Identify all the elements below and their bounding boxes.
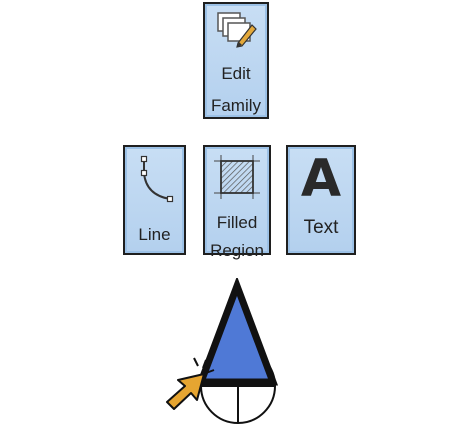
text-icon: A — [300, 149, 342, 209]
pointer-cursor-icon — [164, 356, 224, 414]
line-button[interactable]: Line — [123, 145, 186, 255]
filled-region-button[interactable]: Filled Region — [203, 145, 271, 260]
edit-family-label-line1: Edit — [221, 64, 251, 83]
filled-region-label-line1: Filled — [216, 213, 258, 232]
edit-family-button[interactable]: Edit Family — [203, 2, 269, 119]
line-label: Line — [138, 225, 171, 244]
filled-region-icon — [212, 153, 262, 206]
edit-family-icon — [214, 10, 258, 53]
edit-family-label-line2: Family — [210, 96, 262, 115]
filled-region-label-line2: Region — [210, 241, 264, 260]
line-icon — [130, 153, 180, 210]
text-button[interactable]: A Text — [286, 145, 356, 255]
tag-symbol — [160, 276, 300, 425]
text-label: Text — [303, 217, 339, 238]
